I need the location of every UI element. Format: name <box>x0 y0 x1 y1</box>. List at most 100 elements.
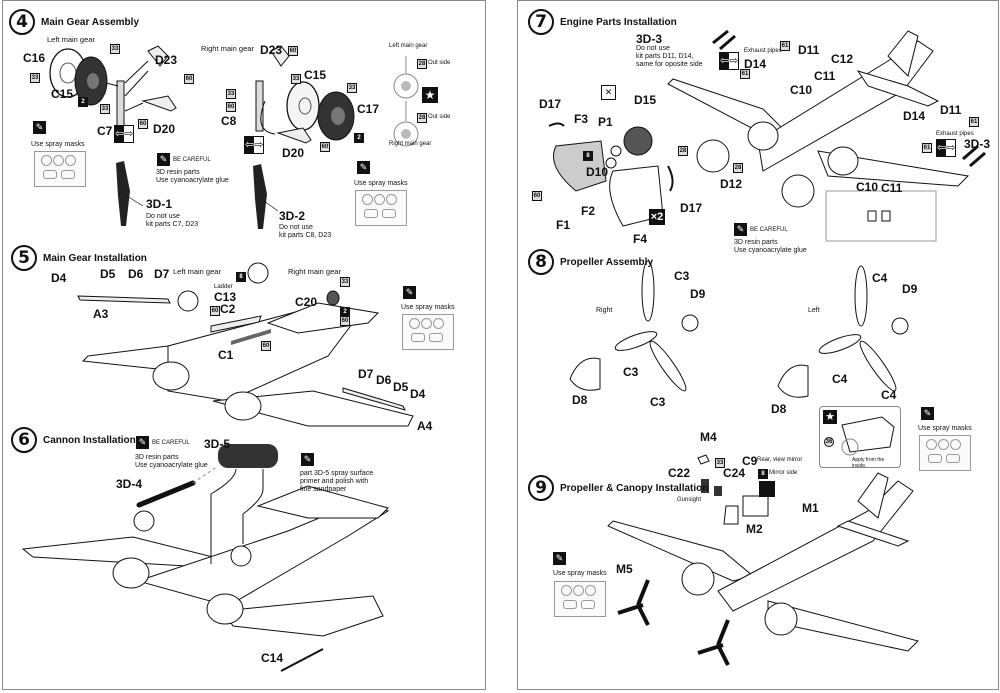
step-4-left-gear-drawing <box>49 45 419 229</box>
part-label-d6: D6 <box>128 267 144 281</box>
color-code-60: 60 <box>184 74 194 84</box>
resin-note-line1: 3D resin parts <box>135 454 179 461</box>
color-code-2: 2 <box>78 97 88 107</box>
part-label-c4: C4 <box>872 271 888 285</box>
swap-direction-icon: ⇦⇨ <box>936 139 956 157</box>
spray-note-line1: part 3D-5 spray surface <box>300 470 374 477</box>
canopy-m2 <box>723 505 739 525</box>
color-code-28: 28 <box>417 59 427 69</box>
part-label-m4: M4 <box>700 430 717 444</box>
3d-2-note-line1: Do not use <box>279 224 313 231</box>
resin-strut-3d-2 <box>253 164 267 229</box>
engine-step-fin <box>887 30 919 77</box>
part-p1 <box>610 145 622 157</box>
part-label-d11: D11 <box>940 103 962 117</box>
part-label-d5: D5 <box>100 267 116 281</box>
cockpit-detail-panel <box>825 190 937 242</box>
be-careful-label: BE CAREFUL <box>750 227 788 233</box>
step-7-title: Engine Parts Installation <box>560 16 677 28</box>
step-7-header: 7 Engine Parts Installation <box>528 9 677 35</box>
spray-masks-label: Use spray masks <box>918 425 972 432</box>
star-icon: ★ <box>422 87 438 103</box>
spray-icon: ✎ <box>301 453 314 466</box>
color-code-60: 60 <box>288 46 298 56</box>
part-label-3d-3: 3D-3 <box>636 32 663 46</box>
propeller-left <box>617 579 650 626</box>
left-main-gear-label: Left main gear <box>47 35 95 44</box>
left-engine <box>152 361 190 391</box>
part-label-d20: D20 <box>153 122 176 136</box>
part-label-c8: C8 <box>221 114 237 128</box>
canopy-detail-callout: ★ 36 Apply from the inside. <box>819 406 901 469</box>
part-label-a3: A3 <box>93 307 109 321</box>
color-code-33: 33 <box>100 104 110 114</box>
canopy-m1 <box>742 495 769 517</box>
part-label-3d-5: 3D-5 <box>204 437 231 451</box>
part-label-p1: P1 <box>598 115 613 129</box>
step-8-title: Propeller Assembly <box>560 256 654 268</box>
color-code-61: 61 <box>740 69 750 79</box>
strip-a4 <box>342 387 406 411</box>
step-4-number: 4 <box>9 9 35 35</box>
left-prop-blade-c4-top <box>854 265 868 327</box>
part-d23 <box>147 45 169 67</box>
part-d10 <box>605 157 617 169</box>
part-label-c15-right: C15 <box>304 68 327 82</box>
spray-icon: ✎ <box>136 436 149 449</box>
cannon-right-wing <box>222 595 384 637</box>
step-7-8-9-drawing <box>548 29 986 666</box>
left-main-gear-wheel <box>177 290 199 312</box>
part-label-d8: D8 <box>771 402 787 416</box>
color-code-8: 8 <box>758 469 768 479</box>
part-label-3d-3: 3D-3 <box>964 137 991 151</box>
engine-cowling-left <box>696 139 730 173</box>
color-code-28: 28 <box>733 163 743 173</box>
part-label-m1: M1 <box>802 501 819 515</box>
part-label-c7: C7 <box>97 124 113 138</box>
resin-part-3d-4 <box>136 480 196 508</box>
canopy-step-tailplane <box>836 520 910 547</box>
resin-strut-3d-1 <box>116 161 130 226</box>
detail-label-c11: C11 <box>881 181 903 195</box>
no-glue-icon: ✕ <box>601 85 616 100</box>
spray-icon: ✎ <box>357 161 370 174</box>
canopy-step-fuselage <box>717 480 914 612</box>
step-5-number: 5 <box>11 245 37 271</box>
gunsight-label: Gunsight <box>677 497 702 503</box>
step-8-header: 8 Propeller Assembly <box>528 249 653 275</box>
be-careful-label: BE CAREFUL <box>173 157 211 163</box>
step-8-number: 8 <box>528 249 554 275</box>
spray-masks-label: Use spray masks <box>553 570 607 577</box>
mirror-side-label: Mirror side <box>769 470 798 476</box>
color-code-28: 28 <box>417 113 427 123</box>
strip-a3 <box>77 295 171 304</box>
color-code-60: 60 <box>340 316 350 326</box>
3d-2-note-line2: kit parts C8, D23 <box>279 232 332 239</box>
part-label-d7: D7 <box>154 267 170 281</box>
engine-d15 <box>623 126 653 156</box>
propeller-right <box>697 619 730 666</box>
star-icon: ★ <box>823 410 837 424</box>
color-code-33: 33 <box>30 73 40 83</box>
cannon-gear-wheel-right <box>230 545 252 567</box>
left-spinner-d8 <box>777 364 809 398</box>
detail-right-gear-label: Right main gear <box>389 141 432 147</box>
cannon-right-engine <box>206 593 244 625</box>
color-code-60: 60 <box>261 341 271 351</box>
right-prop-blade-c3-top <box>641 260 655 322</box>
instruction-page-left: 4 Main Gear Assembly Left main gear <box>2 0 486 690</box>
part-label-c3: C3 <box>674 269 690 283</box>
spray-masks-label: Use spray masks <box>31 141 85 148</box>
right-spinner-d8 <box>569 357 601 391</box>
spray-icon: ✎ <box>921 407 934 420</box>
engine-nacelle-right <box>827 146 859 176</box>
part-label-f1: F1 <box>556 218 571 232</box>
part-label-c17: C17 <box>357 102 380 116</box>
canopy-step-fin <box>857 472 889 519</box>
canopy-detail-drawing <box>841 416 895 456</box>
part-label-c14: C14 <box>261 651 284 665</box>
left-prop-blade-c4-left <box>818 334 862 354</box>
color-code-33: 33 <box>291 74 301 84</box>
part-label-c24: C24 <box>723 466 746 480</box>
color-code-61: 61 <box>969 117 979 127</box>
